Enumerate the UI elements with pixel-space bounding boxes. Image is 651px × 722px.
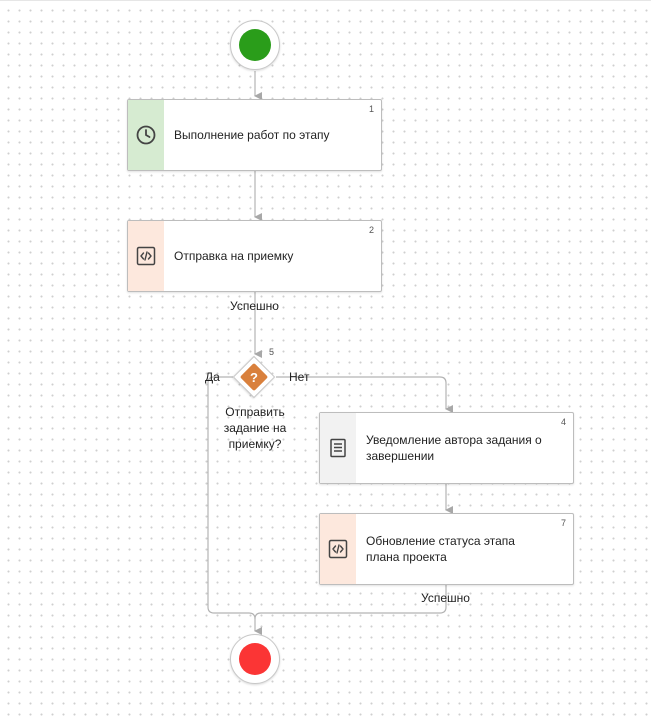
edge-5-to-end	[207, 376, 256, 620]
task-label: Уведомление автора задания о завершении	[366, 413, 559, 483]
code-icon	[328, 539, 348, 559]
task-number: 1	[368, 104, 374, 114]
task-number: 7	[560, 518, 566, 528]
task-icon-strip	[320, 413, 356, 483]
question-icon: ?	[250, 369, 258, 385]
gateway-label: Отправить задание на приемку?	[205, 404, 305, 452]
code-icon	[136, 246, 156, 266]
decision-gateway[interactable]: ?	[232, 355, 276, 399]
task-number: 2	[368, 225, 374, 235]
start-event[interactable]	[230, 20, 280, 70]
task-icon-strip	[320, 514, 356, 584]
edge-5-to-4	[276, 376, 453, 413]
task-icon-strip	[128, 221, 164, 291]
task-label: Выполнение работ по этапу	[174, 128, 330, 142]
task-label-line: плана проекта	[366, 550, 447, 564]
document-icon	[330, 438, 346, 458]
end-event-dot	[239, 643, 271, 675]
gateway-label-line: Отправить	[225, 405, 285, 419]
task-node-1[interactable]: Выполнение работ по этапу 1	[127, 99, 382, 171]
gateway-number: 5	[269, 347, 275, 357]
edge-label-yes: Да	[205, 370, 220, 384]
clock-icon	[136, 125, 156, 145]
task-label-line: завершении	[366, 449, 435, 463]
gateway-label-line: приемку?	[228, 437, 282, 451]
task-node-7[interactable]: Обновление статуса этапа плана проекта 7	[319, 513, 574, 585]
task-icon-strip	[128, 100, 164, 170]
gateway-label-line: задание на	[223, 421, 287, 435]
edge-label-success: Успешно	[230, 299, 279, 313]
task-number: 4	[560, 417, 566, 427]
end-event[interactable]	[230, 634, 280, 684]
task-node-2[interactable]: Отправка на приемку 2	[127, 220, 382, 292]
task-node-4[interactable]: Уведомление автора задания о завершении …	[319, 412, 574, 484]
task-label: Отправка на приемку	[174, 249, 294, 263]
task-label-line: Обновление статуса этапа	[366, 534, 515, 548]
top-border	[0, 0, 651, 1]
task-label: Обновление статуса этапа плана проекта	[366, 514, 559, 584]
edge-label-success: Успешно	[421, 591, 470, 605]
task-label-line: Уведомление автора задания о	[366, 433, 542, 447]
edge-label-no: Нет	[289, 370, 310, 384]
edge-7-to-end	[254, 584, 447, 635]
start-event-dot	[239, 29, 271, 61]
